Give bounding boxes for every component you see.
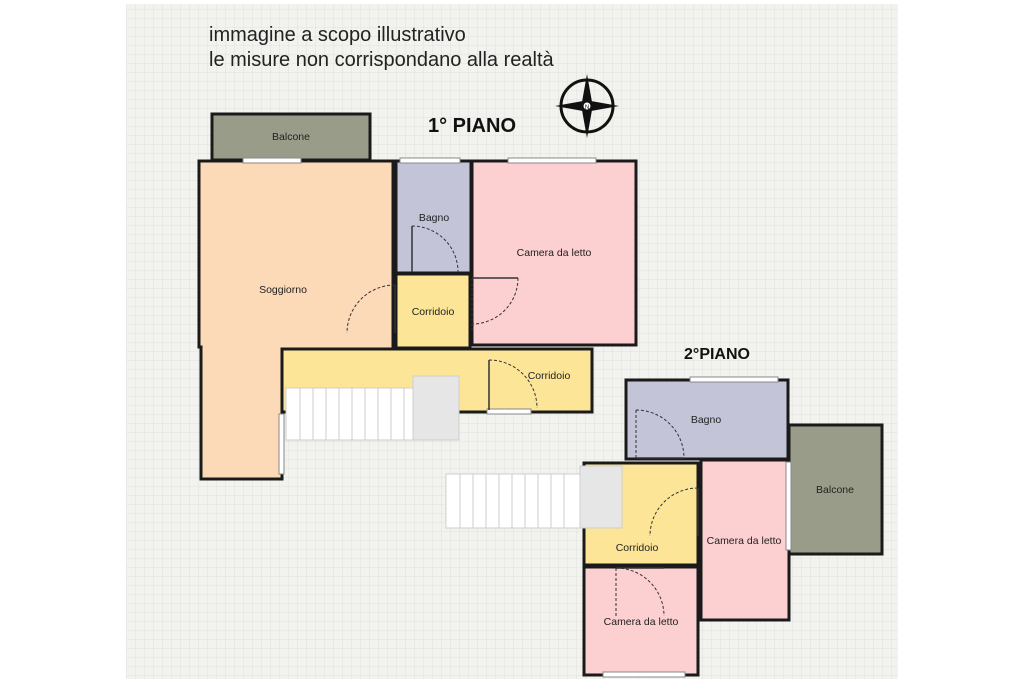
floor-1-title: 1° PIANO	[428, 115, 516, 137]
compass-icon: N	[555, 74, 619, 138]
floor-2-title: 2°PIANO	[684, 346, 750, 363]
room-camera-1	[470, 159, 638, 347]
compass-north-letter: N	[585, 105, 589, 111]
label-camera-1: Camera da letto	[517, 247, 592, 259]
room-corridoio-small	[394, 272, 472, 350]
note-line-2: le misure non corrispondano alla realtà	[209, 49, 555, 71]
label-soggiorno: Soggiorno	[259, 284, 307, 296]
note-line-1: immagine a scopo illustrativo	[209, 24, 466, 46]
windows-floor-1	[242, 157, 597, 475]
room-bagno-2	[624, 378, 790, 461]
label-corridoio-small: Corridoio	[412, 306, 455, 318]
floor-2: Bagno Balcone Corridoio Camera da letto …	[445, 346, 884, 678]
floor-1: Balcone Soggiorno Bagno Camera da letto …	[197, 112, 638, 481]
label-camera-2-right: Camera da letto	[707, 535, 782, 547]
label-bagno-1: Bagno	[419, 212, 450, 224]
label-bagno-2: Bagno	[691, 414, 722, 426]
staircase-1-landing	[412, 375, 460, 441]
label-camera-2-bottom: Camera da letto	[604, 616, 679, 628]
staircase-2-steps	[459, 474, 565, 528]
door-leaves-floor-1	[394, 226, 518, 410]
staircase-1-steps	[299, 388, 405, 440]
label-balcone-2: Balcone	[816, 484, 854, 496]
label-corridoio-2: Corridoio	[616, 542, 659, 554]
room-soggiorno	[197, 159, 395, 481]
windows-floor-2	[602, 376, 792, 678]
label-balcone-1: Balcone	[272, 131, 310, 143]
staircase-1	[285, 387, 417, 441]
label-corridoio-long: Corridoio	[528, 370, 571, 382]
staircase-2-landing	[579, 465, 623, 529]
staircase-2	[445, 473, 587, 529]
door-leaves-floor-2	[616, 457, 699, 569]
